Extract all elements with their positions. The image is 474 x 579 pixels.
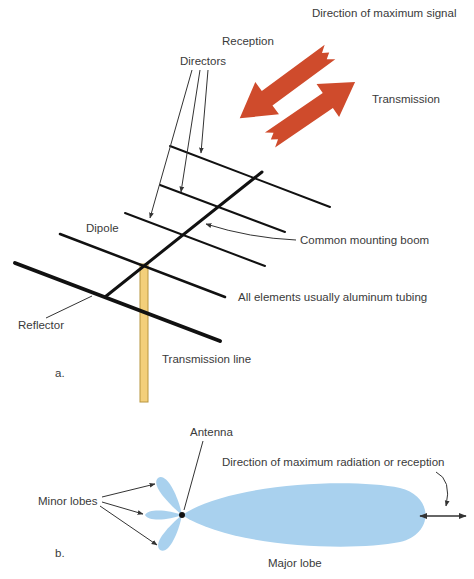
leader-lines	[100, 441, 466, 545]
part-label: Direction of maximum signal	[312, 6, 456, 20]
transmission-arrow	[259, 65, 367, 156]
minor-lobe	[156, 477, 182, 515]
part-label: Antenna	[190, 425, 233, 439]
part-label: Reception	[222, 34, 274, 48]
minor-lobe	[145, 510, 182, 519]
part-label: b.	[55, 546, 65, 560]
part-label: Transmission	[372, 92, 440, 106]
director-element	[125, 213, 265, 266]
leader-lines	[46, 70, 296, 318]
part-label: Common mounting boom	[300, 233, 429, 247]
minor-lobe	[158, 515, 182, 551]
director-element	[170, 146, 330, 207]
part-label: Minor lobes	[38, 494, 97, 508]
part-label: Directors	[180, 54, 226, 68]
major-lobe	[182, 483, 426, 546]
direction-arrow	[420, 515, 466, 516]
radiation-pattern	[145, 477, 426, 551]
part-label: Transmission line	[162, 352, 251, 366]
part-label: Direction of maximum radiation or recept…	[222, 455, 444, 469]
transmission-line	[140, 264, 148, 402]
part-label: a.	[55, 366, 65, 380]
yagi-elements	[15, 146, 330, 341]
director-element	[160, 185, 285, 232]
antenna-dot	[179, 512, 185, 518]
part-label: Major lobe	[268, 556, 322, 570]
part-label: All elements usually aluminum tubing	[238, 290, 427, 304]
part-label: Dipole	[86, 221, 119, 235]
dipole-element	[60, 234, 225, 297]
reflector-element	[15, 263, 220, 341]
part-label: Reflector	[18, 318, 64, 332]
